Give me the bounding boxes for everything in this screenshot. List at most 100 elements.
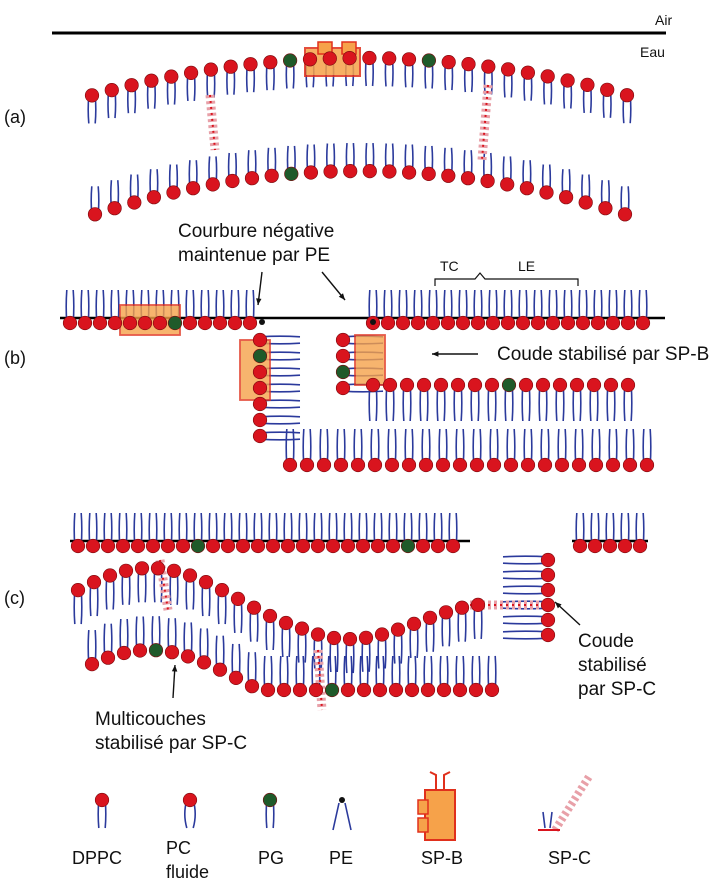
headgroup-dppc <box>168 316 182 330</box>
lipid-tail <box>503 616 548 617</box>
le-label: LE <box>518 258 535 274</box>
headgroup-dppc <box>264 55 278 69</box>
headgroup-dppc <box>481 174 495 188</box>
headgroup-dppc <box>386 539 400 553</box>
headgroup-dppc <box>105 83 119 97</box>
legend-pc-label: PC <box>166 838 191 859</box>
headgroup-dppc <box>336 349 350 363</box>
headgroup-dppc <box>167 186 181 200</box>
headgroup-dppc <box>462 57 476 71</box>
headgroup-dppc <box>300 458 314 472</box>
headgroup-dppc <box>215 583 229 597</box>
legend-spb-part <box>418 800 428 814</box>
headgroup-dppc <box>541 613 555 627</box>
headgroup-dppc <box>357 683 371 697</box>
headgroup-dppc <box>446 539 460 553</box>
lipid-tail <box>503 638 548 639</box>
headgroup-dppc <box>213 663 227 677</box>
headgroup-dppc <box>546 316 560 330</box>
headgroup-dppc <box>108 316 122 330</box>
headgroup-dppc <box>421 683 435 697</box>
headgroup-dppc <box>389 683 403 697</box>
headgroup-dppc <box>231 592 245 606</box>
headgroup-dppc <box>385 458 399 472</box>
headgroup-dppc <box>228 316 242 330</box>
headgroup-dppc <box>145 74 159 88</box>
headgroup-dppc <box>541 598 555 612</box>
elbow-spc-label-line2: stabilisé <box>578 654 647 677</box>
headgroup-dppc <box>382 52 396 66</box>
headgroup-dppc <box>411 316 425 330</box>
headgroup-dppc <box>253 413 267 427</box>
headgroup-dppc <box>295 622 309 636</box>
headgroup-dppc <box>247 601 261 615</box>
headgroup-dppc <box>183 569 197 583</box>
headgroup-dppc <box>253 333 267 347</box>
headgroup-dppc <box>244 57 258 71</box>
legend-pe-tail <box>333 803 351 830</box>
panel-b-label: (b) <box>4 348 26 369</box>
headgroup-dppc <box>541 583 555 597</box>
panel-a-label: (a) <box>4 107 26 128</box>
tc-le-brace <box>435 273 578 286</box>
elbow-spb-arrow-head <box>432 351 438 356</box>
headgroup-dppc <box>336 381 350 395</box>
headgroup-dppc <box>303 53 317 67</box>
headgroup-dppc <box>221 539 235 553</box>
lipid-tail <box>503 623 548 624</box>
water-label: Eau <box>640 44 665 60</box>
headgroup-dppc <box>197 656 211 670</box>
headgroup-dppc <box>419 458 433 472</box>
headgroup-dppc <box>317 458 331 472</box>
headgroup-dppc <box>343 51 357 65</box>
headgroup-dppc <box>436 458 450 472</box>
headgroup-dppc <box>309 683 323 697</box>
headgroup-dppc <box>500 178 514 192</box>
headgroup-dppc <box>341 683 355 697</box>
headgroup-dppc <box>327 631 341 645</box>
lipid-tail <box>503 586 548 587</box>
headgroup-dppc <box>502 378 516 392</box>
headgroup-dppc <box>442 55 456 69</box>
headgroup-dppc <box>453 458 467 472</box>
headgroup-dppc <box>416 539 430 553</box>
headgroup-dppc <box>206 178 220 192</box>
headgroup-dppc <box>485 683 499 697</box>
legend-spc-lipid <box>543 812 552 828</box>
headgroup-dppc <box>471 316 485 330</box>
headgroup-dppc <box>538 458 552 472</box>
headgroup-dppc <box>541 628 555 642</box>
headgroup-dppc <box>226 174 240 188</box>
headgroup-dppc <box>285 167 299 181</box>
legend-pc-fluid-label: fluide <box>166 862 209 883</box>
headgroup-dppc <box>191 539 205 553</box>
legend-dppc-label: DPPC <box>72 848 122 869</box>
headgroup-dppc <box>281 539 295 553</box>
legend-pe-icon <box>339 797 345 803</box>
headgroup-dppc <box>133 644 147 658</box>
headgroup-dppc <box>146 539 160 553</box>
headgroup-dppc <box>636 316 650 330</box>
headgroup-pe <box>259 319 265 325</box>
headgroup-dppc <box>516 316 530 330</box>
headgroup-dppc <box>326 539 340 553</box>
headgroup-dppc <box>266 539 280 553</box>
headgroup-dppc <box>153 316 167 330</box>
headgroup-dppc <box>86 539 100 553</box>
headgroup-dppc <box>402 53 416 67</box>
elbow-spc-label-line3: par SP-C <box>578 678 656 701</box>
headgroup-dppc <box>245 679 259 693</box>
headgroup-dppc <box>351 458 365 472</box>
headgroup-dppc <box>572 458 586 472</box>
headgroup-dppc <box>183 316 197 330</box>
headgroup-dppc <box>579 196 593 210</box>
headgroup-dppc <box>263 609 277 623</box>
headgroup-dppc <box>261 683 275 697</box>
headgroup-dppc <box>186 181 200 195</box>
headgroup-dppc <box>407 617 421 631</box>
headgroup-dppc <box>423 611 437 625</box>
headgroup-dppc <box>422 167 436 181</box>
headgroup-dppc <box>581 78 595 92</box>
headgroup-dppc <box>138 316 152 330</box>
headgroup-dppc <box>570 378 584 392</box>
